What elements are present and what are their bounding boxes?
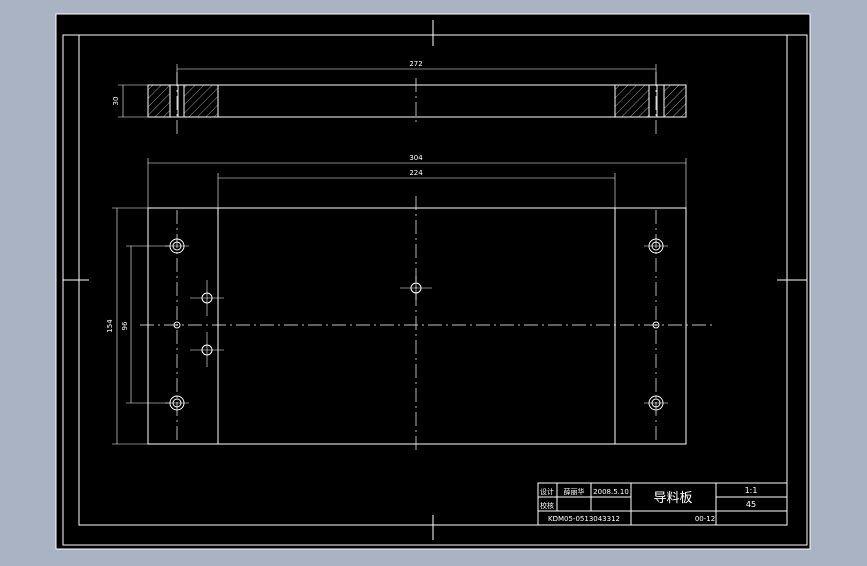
dim-top-height: 30: [112, 84, 148, 118]
pin-hole-right: [652, 321, 660, 329]
frame-center-marks: [63, 20, 807, 540]
dim-top-height-label: 30: [112, 97, 120, 106]
hole-center: [400, 276, 432, 300]
dim-plan-height-label: 154: [106, 319, 114, 333]
designer-name: 薛丽华: [564, 487, 585, 496]
dim-plan-inner: 224: [217, 169, 616, 208]
dim-top-width: 272: [176, 60, 657, 85]
dim-plan-overall: 304: [147, 154, 687, 208]
material: 45: [746, 500, 756, 509]
part-name: 导料板: [653, 491, 692, 506]
dim-hole-spacing: 96: [121, 245, 170, 404]
top-section-view: 272 30: [112, 60, 687, 138]
hole-top-right: [644, 238, 668, 254]
hatch-right-inner: [614, 84, 650, 118]
hatch-right-outer: [663, 84, 687, 118]
dim-plan-height: 154: [106, 207, 148, 445]
dim-plan-inner-label: 224: [409, 169, 423, 177]
design-date: 2008.5.10: [593, 488, 629, 496]
label-check: 校核: [540, 501, 554, 510]
sheet-number: 00-12: [695, 515, 715, 523]
hole-left-upper: [190, 280, 224, 316]
hole-left-lower: [190, 332, 224, 367]
pin-hole-left: [173, 321, 181, 329]
hatch-left-outer: [147, 84, 171, 118]
hatch-left-inner: [183, 84, 219, 118]
dim-plan-overall-label: 304: [409, 154, 423, 162]
drawing-code: KDM05-0513043312: [548, 515, 620, 523]
label-design: 设计: [540, 487, 554, 496]
dim-top-width-label: 272: [409, 60, 422, 68]
hole-bottom-right: [644, 395, 668, 411]
title-block: 设计 校核 薛丽华 2008.5.10 导料板 1:1 45 KDM05-051…: [537, 482, 788, 526]
drawing-scale: 1:1: [745, 486, 758, 495]
plan-view-outline: [147, 207, 687, 445]
plan-view: 304 224 154 96: [106, 154, 712, 450]
dim-hole-spacing-label: 96: [121, 321, 129, 330]
